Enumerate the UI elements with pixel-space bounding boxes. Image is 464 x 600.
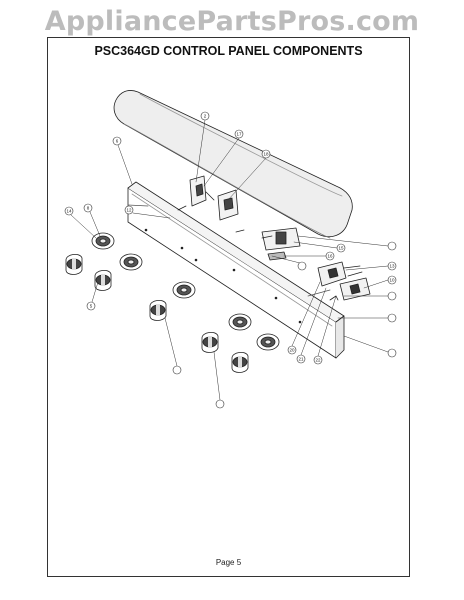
page-title: PSC364GD CONTROL PANEL COMPONENTS bbox=[94, 44, 363, 58]
callout-label: 8 bbox=[87, 206, 90, 211]
knob-bezel bbox=[172, 281, 196, 299]
callout-label: 15 bbox=[338, 246, 344, 251]
switch-bracket-part bbox=[189, 175, 207, 207]
control-knob bbox=[149, 300, 167, 321]
knob-bezel bbox=[256, 333, 280, 351]
callout-label: 12 bbox=[126, 208, 132, 213]
knob-bezel bbox=[119, 253, 143, 271]
callout-label: 20 bbox=[289, 348, 295, 353]
knob-bezel bbox=[91, 232, 115, 250]
callout-label: 14 bbox=[66, 209, 72, 214]
control-knob bbox=[94, 270, 112, 291]
callout-label: 6 bbox=[116, 139, 119, 144]
callout-label: 16 bbox=[327, 254, 333, 259]
control-knob bbox=[231, 352, 249, 373]
infinite-switch-part bbox=[317, 261, 347, 287]
rear-trim-part bbox=[113, 90, 353, 239]
watermark: AppliancePartsPros.com bbox=[44, 6, 420, 37]
callout-label: 21 bbox=[298, 357, 304, 362]
knob-bezel bbox=[228, 313, 252, 331]
callout-label: 10 bbox=[389, 278, 395, 283]
callout-label: 22 bbox=[315, 358, 321, 363]
diagram-frame bbox=[47, 37, 410, 577]
control-knob bbox=[201, 332, 219, 353]
callout-label: 2 bbox=[204, 114, 207, 119]
control-knob bbox=[65, 254, 83, 275]
page-number: Page 5 bbox=[215, 558, 242, 567]
callout-label: 5 bbox=[90, 304, 93, 309]
switch-bracket-part bbox=[217, 189, 239, 221]
terminal-block-part bbox=[267, 251, 287, 261]
callout-label: 17 bbox=[236, 132, 242, 137]
callout-label: 13 bbox=[389, 264, 395, 269]
switch-module-part bbox=[261, 227, 301, 251]
callout-label: 18 bbox=[263, 152, 269, 157]
infinite-switch-part bbox=[339, 277, 371, 301]
